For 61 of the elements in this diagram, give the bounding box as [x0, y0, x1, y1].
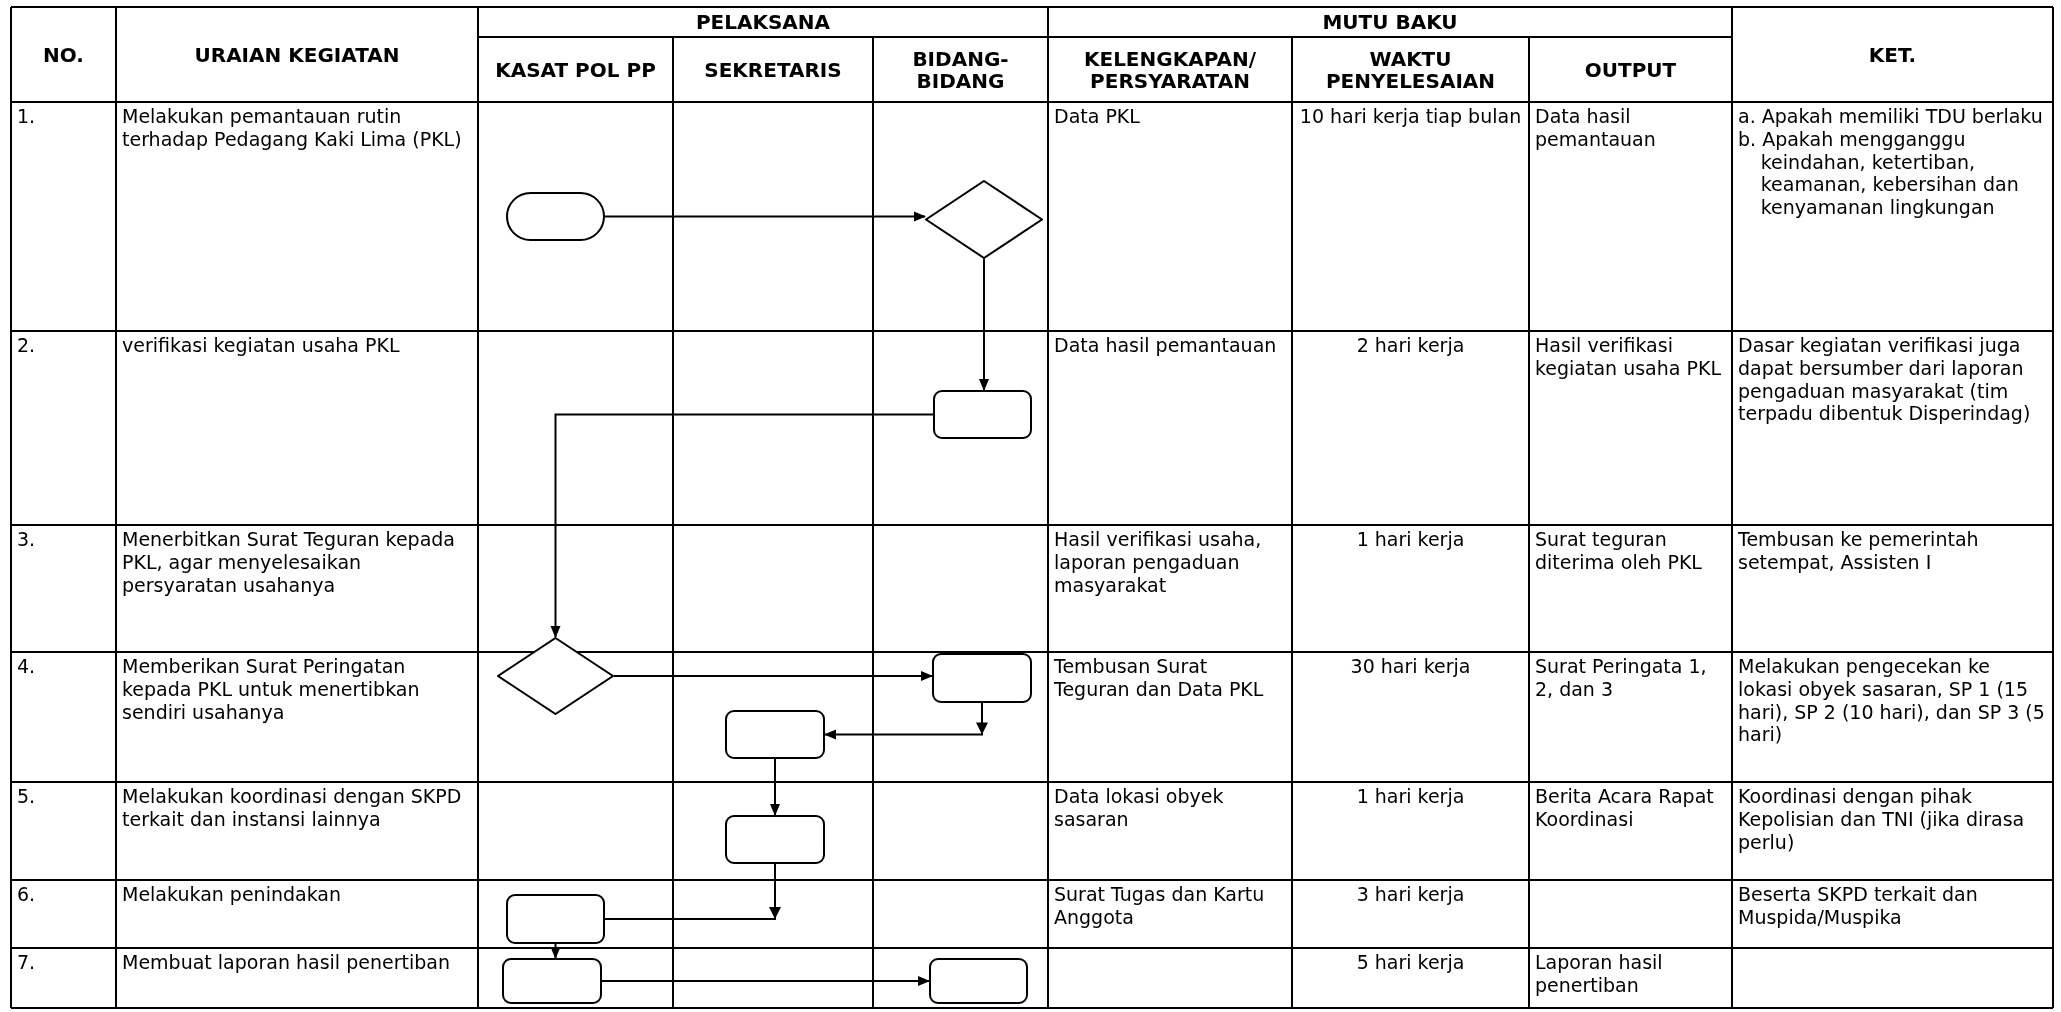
output-text: Laporan hasil penertiban [1535, 951, 1664, 997]
duration-text: 2 hari kerja [1355, 334, 1466, 357]
output-text: Surat Peringata 1, 2, dan 3 [1535, 655, 1708, 701]
activity-text: Membuat laporan hasil penertiban [122, 951, 451, 974]
activity-text: Memberikan Surat Peringatan kepada PKL untuk menertibkan sendiri usahanya [122, 655, 421, 724]
row-number: 6. [17, 883, 37, 906]
note-text: Melakukan pengecekan ke lokasi obyek sasaran, SP 1 (15 hari), SP 2 (10 hari), dan SP 3 (5 hari) [1738, 655, 2046, 747]
requirement-text: Data hasil pemantauan [1054, 334, 1278, 357]
row-number: 4. [17, 655, 37, 678]
output-text: Berita Acara Rapat Koordinasi [1535, 785, 1715, 831]
row-number: 2. [17, 334, 37, 357]
note-text: Beserta SKPD terkait dan Muspida/Muspika [1738, 883, 1979, 929]
note-text: Koordinasi dengan pihak Kepolisian dan TNI (jika dirasa perlu) [1738, 785, 2026, 854]
column-header: URAIAN KEGIATAN [193, 43, 401, 66]
terminator-shape [506, 192, 605, 241]
row-number: 3. [17, 528, 37, 551]
note-text: a. Apakah memiliki TDU berlaku [1738, 105, 2044, 128]
column-header: NO. [42, 43, 85, 66]
output-text: Data hasil pemantauan [1535, 105, 1657, 151]
requirement-text: Data lokasi obyek sasaran [1054, 785, 1225, 831]
process-box [932, 653, 1032, 703]
note-text: Dasar kegiatan verifikasi juga dapat bersumber dari laporan pengaduan masyarakat (tim terpadu dibentuk Disperindag) [1738, 334, 2032, 426]
process-box [933, 390, 1032, 439]
column-header: BIDANG-BIDANG [911, 47, 1010, 92]
duration-text: 3 hari kerja [1355, 883, 1466, 906]
process-box [929, 958, 1028, 1004]
process-box [725, 710, 825, 759]
activity-text: Menerbitkan Surat Teguran kepada PKL, agar menyelesaikan persyaratan usahanya [122, 528, 456, 597]
row-number: 1. [17, 105, 37, 128]
output-text: Surat teguran diterima oleh PKL [1535, 528, 1703, 574]
requirement-text: Surat Tugas dan Kartu Anggota [1054, 883, 1266, 929]
column-header: OUTPUT [1583, 58, 1678, 81]
duration-text: 1 hari kerja [1355, 528, 1466, 551]
column-header: PELAKSANA [694, 11, 832, 33]
column-header: MUTU BAKU [1321, 11, 1459, 33]
activity-text: verifikasi kegiatan usaha PKL [122, 334, 401, 357]
requirement-text: Tembusan Surat Teguran dan Data PKL [1054, 655, 1265, 701]
process-box [506, 894, 605, 944]
column-header: KASAT POL PP [494, 58, 657, 81]
row-number: 7. [17, 951, 37, 974]
note-text: b. Apakah mengganggu keindahan, ketertiban, keamanan, kebersihan dan kenyamanan lingkungan [1738, 127, 2020, 219]
decision-diamond [497, 637, 614, 715]
duration-text: 10 hari kerja tiap bulan [1298, 105, 1523, 128]
requirement-text: Hasil verifikasi usaha, laporan pengaduan masyarakat [1054, 528, 1263, 597]
row-number: 5. [17, 785, 37, 808]
activity-text: Melakukan pemantauan rutin terhadap Pedagang Kaki Lima (PKL) [122, 105, 463, 151]
activity-text: Melakukan penindakan [122, 883, 343, 906]
process-box [502, 958, 602, 1004]
decision-diamond [925, 180, 1043, 259]
column-header: KELENGKAPAN/ PERSYARATAN [1082, 47, 1257, 92]
note-text: Tembusan ke pemerintah setempat, Assisten I [1738, 528, 1980, 574]
requirement-text: Data PKL [1054, 105, 1141, 128]
process-box [725, 815, 825, 864]
output-text: Hasil verifikasi kegiatan usaha PKL [1535, 334, 1722, 380]
column-header: KET. [1867, 43, 1918, 66]
duration-text: 30 hari kerja [1349, 655, 1472, 678]
activity-text: Melakukan koordinasi dengan SKPD terkait dan instansi lainnya [122, 785, 463, 831]
column-header: WAKTU PENYELESAIAN [1324, 47, 1497, 92]
duration-text: 5 hari kerja [1355, 951, 1466, 974]
duration-text: 1 hari kerja [1355, 785, 1466, 808]
column-header: SEKRETARIS [703, 58, 843, 81]
